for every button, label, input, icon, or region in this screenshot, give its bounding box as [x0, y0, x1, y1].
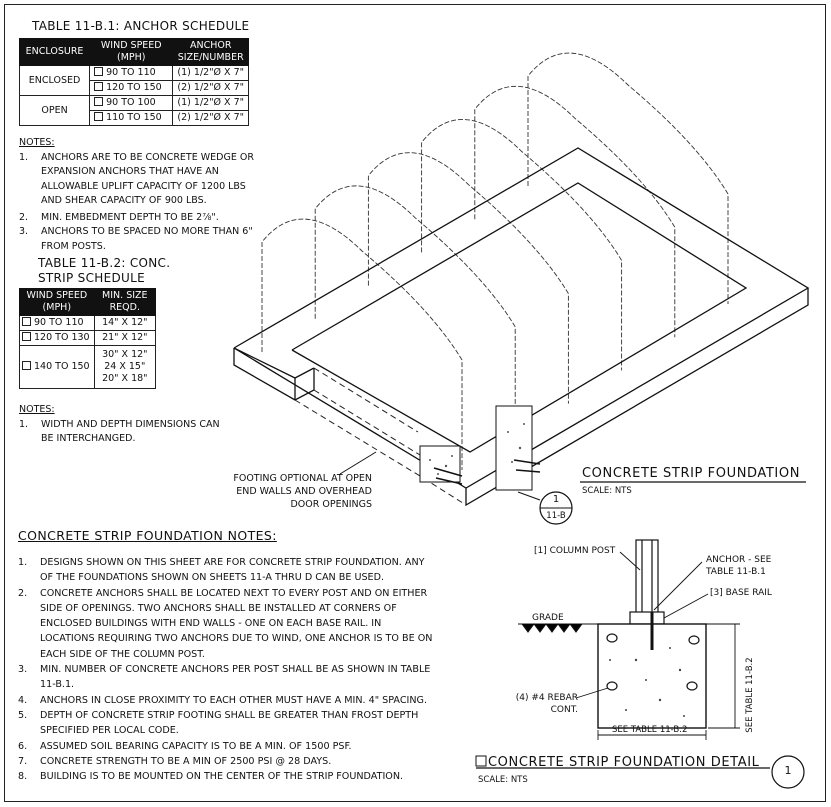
foundation-notes: CONCRETE STRIP FOUNDATION NOTES: 1.DESIG… — [18, 528, 438, 784]
corner-section-cut — [419, 405, 533, 491]
table-header: WIND SPEED (MPH) — [19, 288, 95, 316]
table-cell: 90 TO 100 — [106, 97, 156, 108]
table-cell: 24 X 15" — [104, 361, 146, 372]
table-row: 140 TO 150 30" X 12" 24 X 15" 20" X 18" — [19, 345, 157, 389]
table-header: MIN. SIZE REQD. — [93, 288, 157, 316]
base-rail — [629, 611, 665, 625]
iso-view-scale: SCALE: NTS — [582, 486, 632, 496]
base-rail-label: [3] BASE RAIL — [710, 588, 772, 598]
checkbox-icon — [94, 97, 104, 106]
building-frame — [527, 52, 729, 304]
anchor-notes: NOTES: 1.ANCHORS ARE TO BE CONCRETE WEDG… — [19, 136, 259, 254]
dimension-lines — [597, 623, 740, 740]
anchor-schedule-table: ENCLOSURE WIND SPEED (MPH) ANCHOR SIZE/N… — [18, 38, 249, 126]
list-item: 2.CONCRETE ANCHORS SHALL BE LOCATED NEXT… — [18, 587, 433, 660]
footing-note-leader — [339, 451, 377, 475]
table-header: ANCHOR SIZE/NUMBER — [172, 38, 249, 66]
detail-leaders — [575, 551, 709, 699]
table-row: 110 TO 150 (2) 1/2"Ø X 7" — [20, 110, 249, 126]
list-item: 1.ANCHORS ARE TO BE CONCRETE WEDGE OR EX… — [19, 151, 254, 207]
building-frame — [421, 119, 623, 371]
strip-notes: NOTES: 1.WIDTH AND DEPTH DIMENSIONS CAN … — [19, 403, 229, 447]
checkbox-icon — [22, 361, 31, 370]
checkbox-icon — [94, 82, 104, 91]
list-item: 6.ASSUMED SOIL BEARING CAPACITY IS TO BE… — [18, 740, 352, 752]
table-row: OPEN 90 TO 100 (1) 1/2"Ø X 7" — [18, 95, 249, 126]
footing-optional-note: FOOTING OPTIONAL AT OPEN END WALLS AND O… — [233, 473, 372, 510]
detail-checkbox-icon — [475, 755, 487, 767]
grade-hatch — [518, 623, 720, 633]
callout-number: 1 — [552, 494, 560, 505]
column-post-label: [1] COLUMN POST — [534, 546, 616, 556]
table-cell: 120 TO 150 — [106, 82, 162, 93]
building-frames — [261, 52, 729, 470]
list-item: 3.MIN. NUMBER OF CONCRETE ANCHORS PER PO… — [18, 664, 431, 691]
building-frame — [261, 218, 463, 470]
list-item: 7.CONCRETE STRENGTH TO BE A MIN OF 2500 … — [18, 755, 332, 767]
building-frame — [367, 152, 569, 404]
rebar-marks — [433, 459, 541, 485]
checkbox-icon — [22, 317, 31, 326]
checkbox-icon — [94, 112, 104, 121]
width-dimension-label: SEE TABLE 11-B.2 — [612, 725, 688, 735]
anchor-label: ANCHOR - SEE TABLE 11-B.1 — [706, 555, 772, 577]
foundation-section-detail — [475, 539, 805, 789]
list-item: 5.DEPTH OF CONCRETE STRIP FOOTING SHALL … — [18, 709, 419, 737]
callout-leader — [517, 491, 541, 501]
detail-callout-bubble — [771, 755, 805, 789]
detail-scale: SCALE: NTS — [478, 775, 528, 785]
list-item: 1.WIDTH AND DEPTH DIMENSIONS CAN BE INTE… — [19, 418, 220, 445]
table-header: WIND SPEED (MPH) — [89, 38, 174, 66]
strip-schedule-table: WIND SPEED (MPH) MIN. SIZE REQD. 90 TO 1… — [19, 288, 157, 389]
table-cell: 120 TO 130 — [34, 332, 90, 343]
building-frame — [474, 86, 676, 338]
callout-sheet: 11-B — [546, 511, 566, 521]
strip-foundation-outline — [233, 147, 810, 507]
table-row: ENCLOSED 90 TO 110 (1) 1/2"Ø X 7" — [18, 65, 249, 96]
building-frame — [314, 185, 516, 437]
list-item: 3.ANCHORS TO BE SPACED NO MORE THAN 6" F… — [19, 226, 253, 252]
table-cell: (2) 1/2"Ø X 7" — [172, 110, 249, 126]
optional-footing-dashed — [294, 367, 467, 506]
table-cell: 90 TO 110 — [34, 317, 84, 328]
table-cell: 20" X 18" — [102, 373, 148, 384]
list-item: 1.DESIGNS SHOWN ON THIS SHEET ARE FOR CO… — [18, 557, 425, 584]
table-cell: 110 TO 150 — [106, 112, 162, 123]
list-item: 8.BUILDING IS TO BE MOUNTED ON THE CENTE… — [18, 771, 404, 783]
list-item: 4.ANCHORS IN CLOSE PROXIMITY TO EACH OTH… — [18, 694, 428, 706]
rebar-label: (4) #4 REBAR CONT. — [515, 693, 578, 715]
list-item: 2.MIN. EMBEDMENT DEPTH TO BE 2⅞". — [19, 211, 219, 223]
column-post — [635, 539, 659, 619]
table-cell: ENCLOSED — [18, 65, 91, 96]
concrete-stipple — [429, 423, 525, 475]
foundation-notes-heading: CONCRETE STRIP FOUNDATION NOTES: — [18, 528, 277, 543]
strip-schedule-title: TABLE 11-B.2: CONC. STRIP SCHEDULE — [38, 256, 171, 285]
table-header: ENCLOSURE — [18, 38, 91, 66]
detail-callout-number: 1 — [784, 764, 792, 777]
detail-title: CONCRETE STRIP FOUNDATION DETAIL — [488, 755, 760, 770]
grade-label: GRADE — [532, 613, 564, 623]
rebar-bars — [606, 633, 700, 691]
table-cell: 140 TO 150 — [34, 361, 90, 372]
table-cell: 30" X 12" — [102, 349, 148, 360]
drawing-sheet-border — [4, 4, 826, 802]
table-cell: OPEN — [18, 95, 91, 126]
notes-heading: NOTES: — [19, 137, 55, 148]
checkbox-icon — [94, 67, 104, 76]
notes-heading: NOTES: — [19, 404, 55, 415]
checkbox-icon — [22, 332, 31, 341]
depth-dimension-label: SEE TABLE 11-B.2 — [745, 657, 755, 733]
iso-view-title: CONCRETE STRIP FOUNDATION — [582, 466, 801, 481]
table-cell: 90 TO 110 — [106, 67, 156, 78]
anchor-schedule-title: TABLE 11-B.1: ANCHOR SCHEDULE — [32, 19, 250, 33]
concrete-aggregate — [609, 647, 685, 717]
